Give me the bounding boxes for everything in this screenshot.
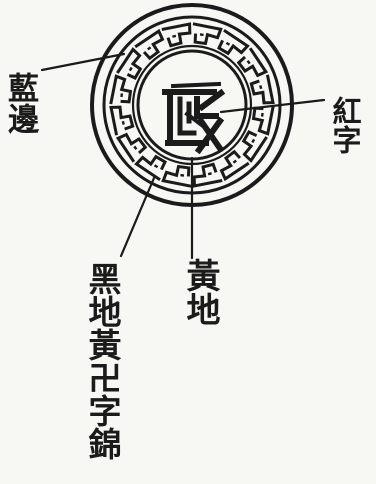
- fret-motif-segment: [134, 28, 165, 61]
- fret-inner-circle: [131, 44, 253, 166]
- fret-motif-segment: [161, 164, 192, 188]
- fret-inner-link: [147, 46, 152, 51]
- fret-motif-segment: [115, 132, 148, 163]
- fret-motif-segment: [109, 74, 133, 105]
- fret-motif-segment: [192, 22, 223, 46]
- fret-inner-link: [232, 159, 237, 164]
- fret-motif-segment: [192, 162, 223, 188]
- inner-ring: [136, 49, 248, 161]
- fret-inner-link: [133, 145, 138, 150]
- label-red-character: 紅字: [328, 96, 362, 154]
- leader-blue-edge: [40, 52, 126, 72]
- zheng-seal-character: [162, 81, 226, 155]
- leader-lines: [40, 52, 326, 260]
- second-ring: [102, 15, 282, 195]
- label-blue-edge: 藍邊: [2, 72, 38, 134]
- meander-fret-border: [109, 22, 275, 188]
- fret-inner-link: [225, 41, 231, 46]
- fret-motif-segment: [236, 47, 269, 78]
- emblem-outer-rings: [90, 3, 294, 207]
- fret-motif-segment: [134, 154, 167, 181]
- fret-inner-link: [153, 164, 159, 169]
- fret-inner-link: [251, 138, 256, 144]
- label-yellow-ground: 黃地: [180, 258, 220, 326]
- outer-ring: [90, 3, 294, 207]
- label-black-ground-pattern: 黑地黃卍字錦: [83, 262, 122, 460]
- fret-motif-segment: [116, 47, 143, 80]
- fret-motif-segment: [251, 105, 275, 136]
- fret-motif-segment: [217, 29, 250, 56]
- fret-motif-segment: [249, 74, 275, 105]
- fret-inner-link: [128, 66, 133, 72]
- fret-motif-segment: [241, 130, 268, 163]
- fret-inner-link: [246, 60, 251, 65]
- leader-black-ground-pattern: [119, 176, 156, 258]
- fret-motif-segment: [161, 22, 192, 48]
- fret-motif-segment: [219, 149, 250, 182]
- fret-motif-segment: [109, 105, 135, 136]
